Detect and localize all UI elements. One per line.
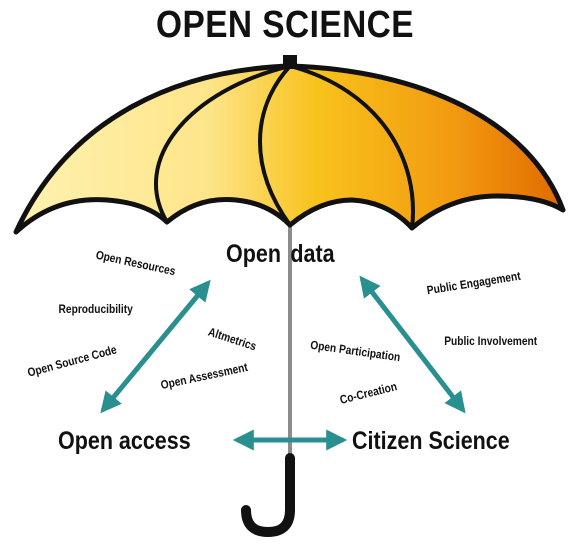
umbrella-handle — [241, 453, 295, 538]
arrow-data-citizen — [359, 275, 466, 414]
node-open-access: Open access — [58, 427, 191, 455]
umbrella-tip — [283, 55, 297, 69]
umbrella-canopy — [13, 63, 566, 235]
diagram-title: OPEN SCIENCE — [155, 4, 414, 46]
term-reproducibility: Reproducibility — [58, 302, 133, 316]
canopy-rib — [258, 64, 292, 227]
arrow-data-access — [100, 279, 211, 414]
canopy-rib — [154, 64, 291, 224]
node-open-data: Open data — [226, 240, 335, 268]
node-citizen-science: Citizen Science — [352, 427, 510, 455]
term-public-involvement: Public Involvement — [444, 334, 538, 348]
canopy-rib — [289, 64, 415, 229]
